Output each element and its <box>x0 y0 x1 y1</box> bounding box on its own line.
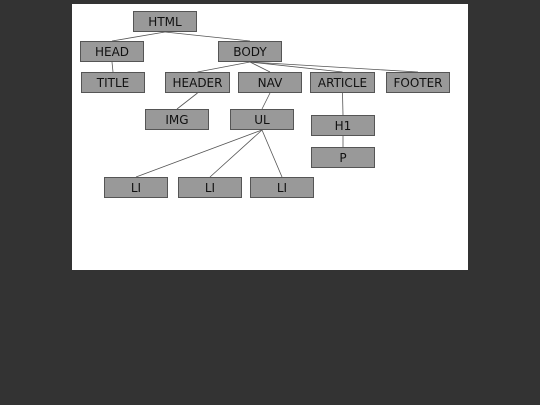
node-html: HTML <box>133 11 197 32</box>
node-article: ARTICLE <box>310 72 375 93</box>
node-li-1: LI <box>104 177 168 198</box>
node-li-3: LI <box>250 177 314 198</box>
node-body: BODY <box>218 41 282 62</box>
node-ul: UL <box>230 109 294 130</box>
node-header: HEADER <box>165 72 230 93</box>
node-title: TITLE <box>81 72 145 93</box>
node-head: HEAD <box>80 41 144 62</box>
node-h1: H1 <box>311 115 375 136</box>
node-img: IMG <box>145 109 209 130</box>
node-nav: NAV <box>238 72 302 93</box>
node-p: P <box>311 147 375 168</box>
node-li-2: LI <box>178 177 242 198</box>
node-footer: FOOTER <box>386 72 450 93</box>
